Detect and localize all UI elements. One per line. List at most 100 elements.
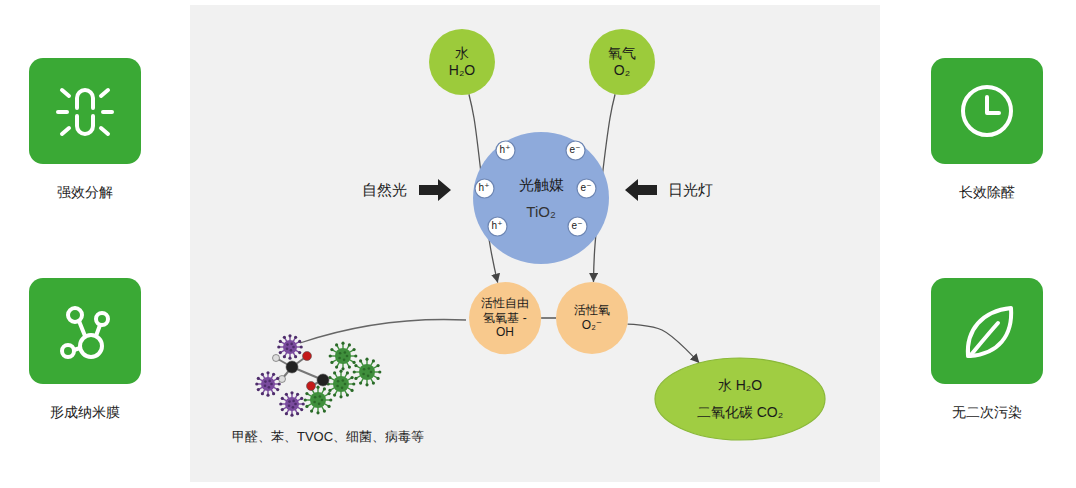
spike-tip (348, 365, 351, 368)
product-ellipse: 水 H₂O二氧化碳 CO₂ (655, 358, 825, 440)
microbe-dot (292, 346, 295, 349)
spike-tip (330, 361, 333, 364)
spike-tip (281, 408, 284, 411)
spike-tip (305, 405, 308, 408)
spike-tip (352, 382, 355, 385)
feature-tile: 强效分解 (29, 58, 141, 202)
microbe-dot (341, 387, 344, 390)
spike-tip (376, 364, 379, 367)
icon-tile (29, 278, 141, 384)
microbe-dot (318, 403, 321, 406)
microbe-dot (292, 400, 295, 403)
microbe-dot (344, 383, 347, 386)
microbe (353, 358, 382, 387)
feature-text: 无二次污染 (952, 404, 1022, 422)
node-text: 活性氧 O₂⁻ (572, 303, 613, 333)
microbe-dot (339, 352, 342, 355)
atom (317, 374, 329, 386)
microbe-dot (313, 401, 316, 404)
node-label: e⁻ (572, 221, 583, 231)
spike-tip (372, 381, 375, 384)
node-label: 水 H₂O (697, 372, 783, 399)
atom (279, 376, 286, 383)
spike-tip (378, 370, 381, 373)
microbe-dot (367, 375, 370, 378)
microbe-dot (346, 355, 349, 358)
microbe-dot (319, 395, 322, 398)
spike-tip (350, 389, 353, 392)
spike-tip (339, 370, 342, 373)
microbe (277, 334, 303, 360)
spike-tip (305, 392, 308, 395)
feature-tile: 形成纳米膜 (29, 278, 141, 422)
spike-tip (354, 364, 357, 367)
node-label: e⁻ (581, 183, 592, 193)
node-outline (488, 217, 507, 236)
pollutant-figure (255, 334, 381, 417)
spike-tip (255, 382, 258, 385)
feature-tile: 长效除醛 (931, 58, 1043, 202)
spike-tip (281, 397, 284, 400)
spike-tip (359, 359, 362, 362)
spike-tip (353, 370, 356, 373)
substance-circle: h⁺ (496, 141, 515, 160)
microbe-dot (264, 385, 267, 388)
spike-tip (290, 414, 293, 417)
node-shape (473, 132, 609, 264)
spike-tip (300, 397, 303, 400)
spike-tip (354, 377, 357, 380)
spike-tip (298, 351, 301, 354)
spike-tip (279, 402, 282, 405)
spike-tip (333, 393, 336, 396)
light-arrow (419, 179, 451, 201)
spike-tip (327, 405, 330, 408)
substance-circle: 水 H₂O (429, 29, 495, 95)
node-outline (496, 141, 515, 160)
node-shape (655, 358, 825, 440)
reaction-curve (300, 319, 466, 343)
connector (469, 94, 498, 282)
spike-tip (261, 373, 264, 376)
spike-tip (350, 376, 353, 379)
microbe-body (333, 376, 349, 392)
spike-tip (329, 354, 332, 357)
microbe-dot (288, 405, 291, 408)
spike-tip (285, 393, 288, 396)
node-text: e⁻ (581, 183, 592, 193)
node-text: 氧气 O₂ (601, 45, 643, 80)
microbe-dot (294, 403, 297, 406)
feature-label: 形成纳米膜 (50, 404, 120, 422)
feature-text: 长效除醛 (959, 184, 1015, 202)
substance-circle: e⁻ (577, 179, 596, 198)
node-label: e⁻ (570, 145, 581, 155)
icon (29, 58, 141, 164)
spike-tip (294, 355, 297, 358)
microbe-body (359, 364, 375, 380)
microbe-dot (363, 368, 366, 371)
microbe-body (310, 392, 326, 408)
atom (273, 355, 280, 362)
node-outline (568, 217, 587, 236)
spike-tip (283, 355, 286, 358)
substance-circle: e⁻ (566, 141, 585, 160)
node-label: 活性氧 O₂⁻ (572, 303, 613, 333)
spike-tip (288, 357, 291, 360)
spike-tip (300, 345, 303, 348)
spike-tip (328, 389, 331, 392)
spike-tip (272, 392, 275, 395)
connector (627, 324, 699, 363)
microbe-dot (362, 373, 365, 376)
microbe-dot (290, 349, 293, 352)
node-label: 氧气 O₂ (601, 45, 643, 80)
spike-tip (365, 383, 368, 386)
microbe-dot (286, 343, 289, 346)
spike-tip (335, 343, 338, 346)
substance-circle: 光触媒TiO₂h⁺e⁻h⁺e⁻h⁺e⁻ (473, 132, 609, 264)
connector (541, 317, 556, 318)
node-outline (589, 29, 655, 95)
microbe-dot (336, 385, 339, 388)
spike-tip (276, 377, 279, 380)
atom (286, 361, 298, 373)
node-text: 光触媒TiO₂ (519, 171, 564, 225)
microbe (329, 342, 358, 371)
